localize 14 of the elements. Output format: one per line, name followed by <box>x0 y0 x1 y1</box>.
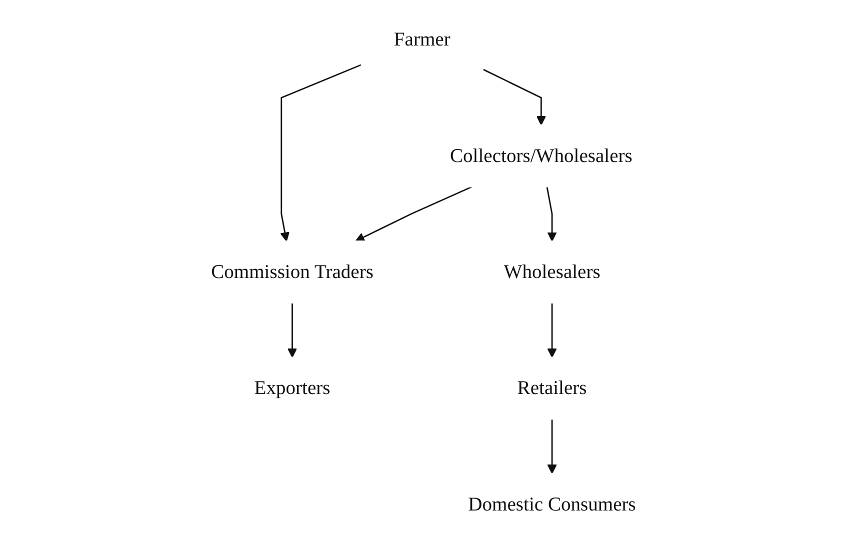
arrow <box>482 68 546 126</box>
arrow <box>546 186 557 242</box>
arrow <box>287 302 298 358</box>
node-text: Wholesalers <box>504 260 600 282</box>
arrow <box>355 186 472 242</box>
node-text: Domestic Consumers <box>468 492 636 515</box>
node-text: Commission Traders <box>211 260 374 282</box>
node-text: Collectors/Wholesalers <box>450 144 632 166</box>
arrow <box>280 64 362 242</box>
node-text: Exporters <box>254 376 330 398</box>
node-text: Farmer <box>394 28 450 50</box>
arrow <box>547 419 557 474</box>
arrow <box>547 302 557 358</box>
node-text: Retailers <box>517 376 587 398</box>
